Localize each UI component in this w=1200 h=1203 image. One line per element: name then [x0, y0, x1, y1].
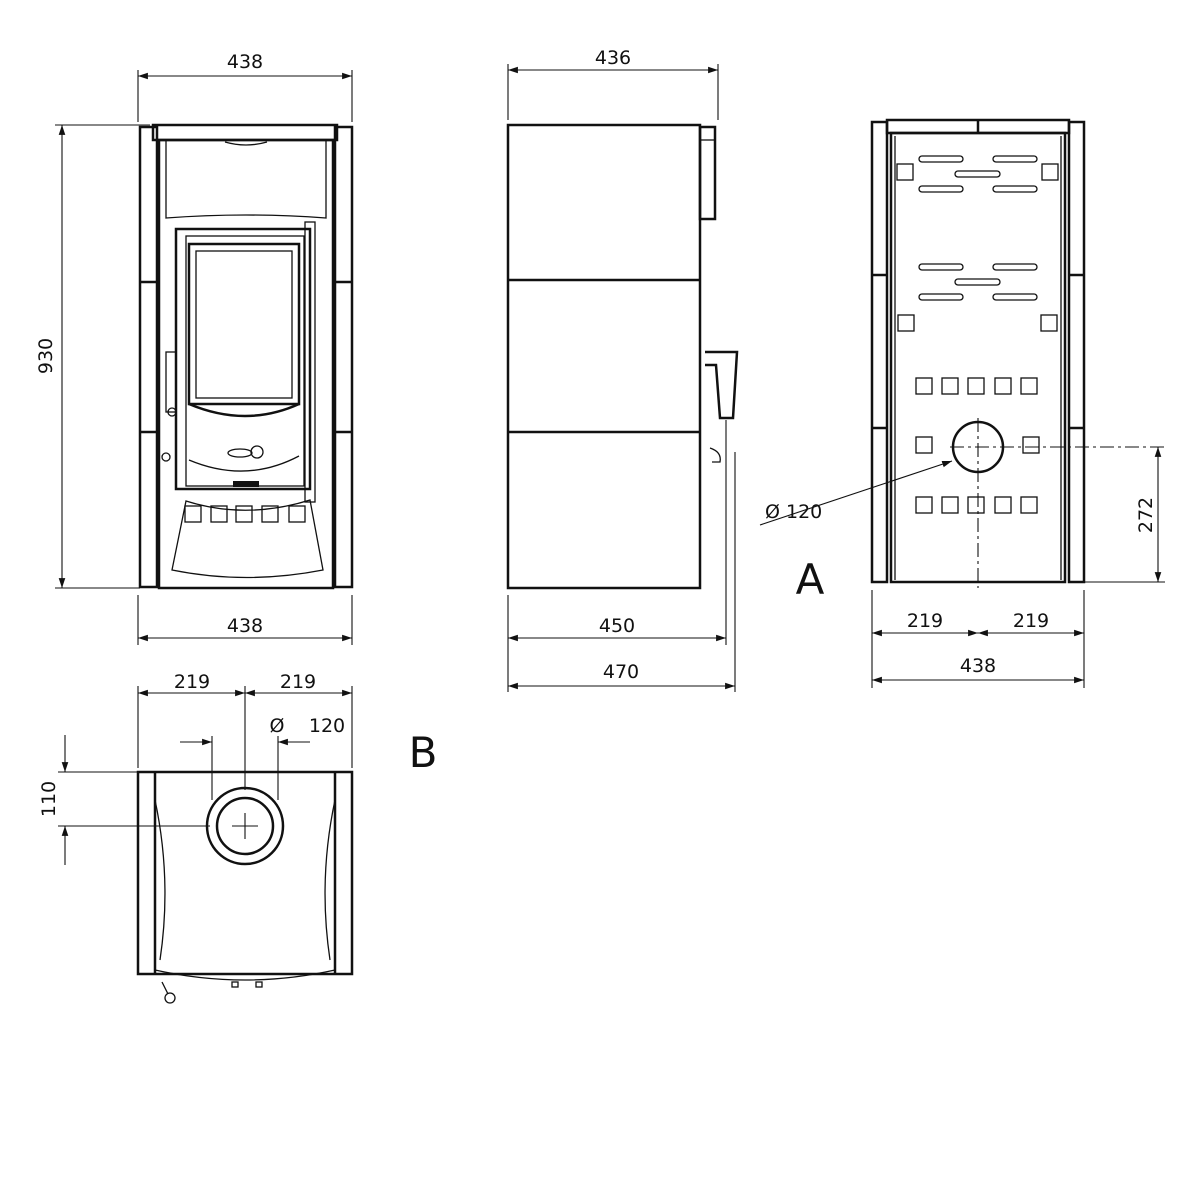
rear-width-label: 438: [960, 655, 996, 677]
front-height-label: 930: [35, 338, 57, 374]
front-view: 438 930 438: [35, 51, 354, 645]
side-depth-top-label: 436: [595, 47, 631, 69]
top-flue-diameter-label: 120: [309, 715, 345, 737]
top-view: 219 219 Ø 120 B 110: [38, 671, 438, 1004]
side-depth-total-label: 470: [603, 661, 639, 683]
top-half-left-label: 219: [174, 671, 210, 693]
front-width-top-label: 438: [227, 51, 263, 73]
top-half-right-label: 219: [280, 671, 316, 693]
rear-half-right-label: 219: [1013, 610, 1049, 632]
rear-half-left-label: 219: [907, 610, 943, 632]
front-width-bottom-label: 438: [227, 615, 263, 637]
rear-view-label: A: [796, 555, 825, 604]
side-depth-body-label: 450: [599, 615, 635, 637]
side-view: 436 450 470: [506, 47, 739, 692]
rear-flue-height-label: 272: [1135, 497, 1157, 533]
rear-flue-diameter-label: Ø 120: [765, 501, 822, 523]
rear-view: Ø 120 A 272 219 219 438: [759, 118, 1165, 688]
top-diameter-symbol: Ø: [270, 715, 285, 737]
top-flue-offset-label: 110: [38, 781, 60, 817]
top-view-label: B: [409, 728, 438, 777]
